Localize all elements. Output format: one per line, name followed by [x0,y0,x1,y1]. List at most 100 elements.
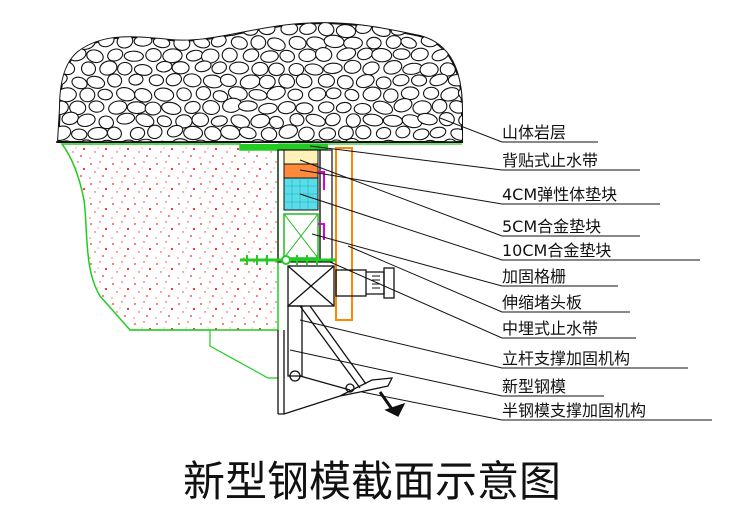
pebble [412,23,433,37]
pebble [317,73,335,88]
pebble [267,37,286,52]
concrete-body [60,143,462,379]
pebble [268,62,285,77]
pebble [200,48,220,64]
callout-back-waterstop: 背贴式止水带 [502,151,598,170]
pebble [165,72,183,87]
pebble [289,112,305,127]
pebble [260,50,279,63]
pebble [280,23,299,36]
pebble [288,62,305,77]
pebble [171,61,190,75]
pebble [87,24,107,37]
pebble [317,101,335,114]
pebble [71,76,88,90]
callout-alloy-5: 5CM合金垫块 [502,217,601,236]
pebble [107,48,124,62]
pebble [371,47,393,63]
pebble [328,139,344,142]
pebble [383,60,403,75]
pebble [417,112,438,126]
pebble [362,113,384,127]
pebble [446,23,462,38]
pebble [117,139,136,142]
pebble [133,138,154,142]
leader-line-elastic-pad [299,169,660,205]
pebble [176,87,192,102]
pebble [422,86,440,100]
leader-line-half-formwork-support [361,391,712,421]
pebble [98,139,118,142]
pebble [191,139,209,142]
pebble [251,61,269,76]
pebble [393,98,413,113]
pebble [58,23,68,36]
pebble [211,61,227,75]
pebble [155,60,173,73]
callout-labels: 山体岩层 背贴式止水带 4CM弹性体垫块 5CM合金垫块 10CM合金垫块 加固… [502,123,646,420]
pebble [362,61,380,76]
pebble [295,102,314,115]
pebble [298,126,315,142]
pebble [144,101,162,116]
pebble [229,61,250,75]
pebble [411,74,428,87]
pebble [58,87,77,103]
pebble [107,23,124,37]
pebble [195,86,212,101]
back-waterstop [240,144,328,150]
leader-line-upright-support [299,319,688,369]
diagram-title: 新型钢模截面示意图 [183,457,561,506]
pebble [450,128,462,141]
pebble [129,126,146,141]
pebble [202,100,221,116]
pebble [375,76,392,90]
callout-embedded-waterstop: 中埋式止水带 [502,319,598,338]
pebble [325,87,342,100]
pebble [288,35,307,50]
pebble [392,48,411,60]
callout-leaders [289,117,712,421]
pebble [317,23,335,37]
pebble [135,113,155,128]
pebble [400,36,417,49]
callout-upright-support: 立杆支撑加固机构 [502,349,630,368]
pebble [221,47,238,63]
pebble [353,102,372,115]
pebble [249,139,270,142]
pebble [156,115,172,128]
pebble [133,64,153,76]
markers [318,171,325,240]
pebble [380,139,401,142]
pebble [419,62,439,77]
pebble [60,37,76,49]
pebble [166,23,183,37]
pebble [191,112,210,128]
pebble [278,73,296,89]
pebble [315,47,333,62]
pebble [308,87,327,102]
pebble [128,73,144,86]
pebble [266,85,286,101]
leader-line-alloy-10 [299,193,700,261]
callout-alloy-10: 10CM合金垫块 [502,241,611,260]
leader-line-new-formwork [289,349,604,397]
pebble [412,128,430,141]
pebble [268,115,284,130]
pebble [230,114,251,129]
pebble [392,74,410,87]
pebble [204,126,222,142]
pebble [134,88,153,103]
pebble [237,100,258,112]
pebble [61,111,79,126]
pebble [76,113,96,128]
pebble [117,61,133,76]
pebble [182,23,200,36]
callout-stopper-board: 伸缩堵头板 [502,293,582,312]
pebble [162,48,183,64]
pebble [148,74,164,87]
pebble [449,100,462,114]
pebble [123,50,144,62]
pebble [116,112,136,125]
pebble [203,23,219,37]
